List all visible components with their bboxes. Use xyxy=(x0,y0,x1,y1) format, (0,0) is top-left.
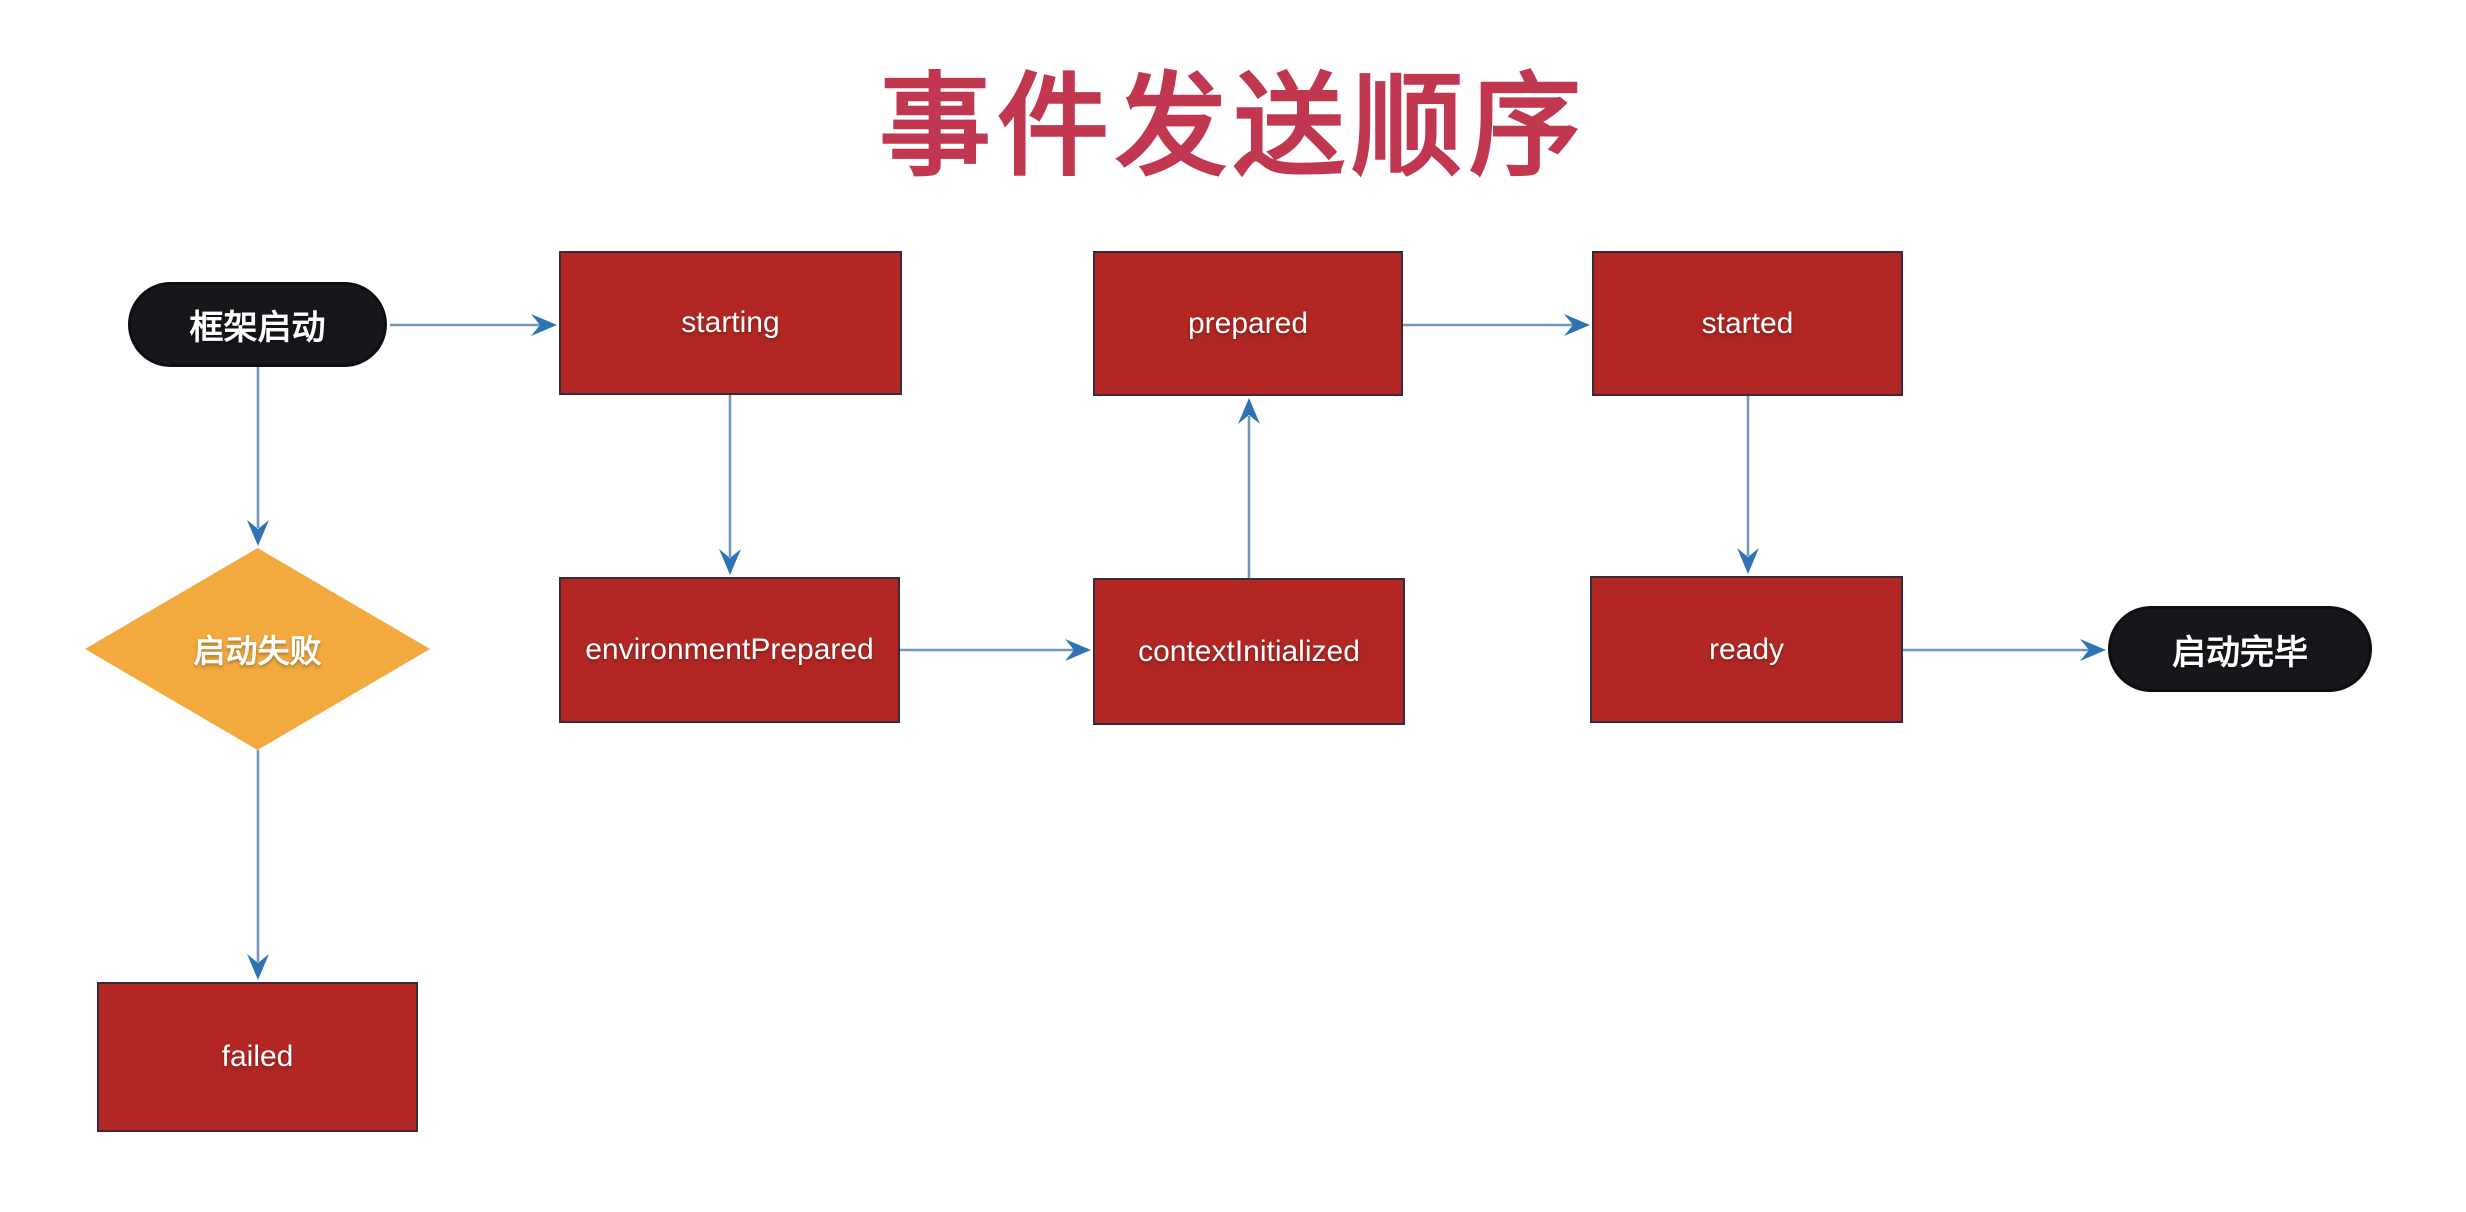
node-started-label: started xyxy=(1701,306,1794,340)
node-started: started xyxy=(1592,251,1903,396)
node-failed: failed xyxy=(97,982,418,1132)
arrow-started-to-ready xyxy=(1737,396,1759,574)
arrow-starting-to-environment-prepared xyxy=(719,395,741,575)
node-framework-start-label: 框架启动 xyxy=(189,309,326,347)
arrow-framework-start-to-starting xyxy=(390,314,557,336)
arrow-startup-failed-to-failed xyxy=(247,750,269,980)
node-startup-complete-label: 启动完毕 xyxy=(2172,633,2308,672)
arrow-prepared-to-started xyxy=(1403,314,1590,336)
node-context-initialized: contextInitialized xyxy=(1093,578,1405,725)
arrow-ready-to-startup-complete xyxy=(1903,639,2106,661)
arrow-framework-start-to-startup-failed xyxy=(247,367,269,546)
node-failed-label: failed xyxy=(221,1040,294,1073)
node-context-initialized-label: contextInitialized xyxy=(1138,634,1360,668)
node-prepared: prepared xyxy=(1093,251,1403,396)
node-startup-complete: 启动完毕 xyxy=(2108,606,2372,692)
node-environment-prepared: environmentPrepared xyxy=(559,577,900,723)
node-ready: ready xyxy=(1590,576,1903,723)
arrow-environment-prepared-to-context-initialized xyxy=(900,639,1091,661)
node-starting-label: starting xyxy=(681,306,780,339)
node-environment-prepared-label: environmentPrepared xyxy=(585,633,874,666)
node-ready-label: ready xyxy=(1708,632,1785,666)
diagram-title: 事件发送顺序 xyxy=(879,64,1587,189)
node-startup-failed-label: 启动失败 xyxy=(193,633,322,669)
node-prepared-label: prepared xyxy=(1187,306,1309,340)
node-starting: starting xyxy=(559,251,902,395)
node-framework-start: 框架启动 xyxy=(128,282,387,367)
arrow-context-initialized-to-prepared xyxy=(1238,398,1260,578)
